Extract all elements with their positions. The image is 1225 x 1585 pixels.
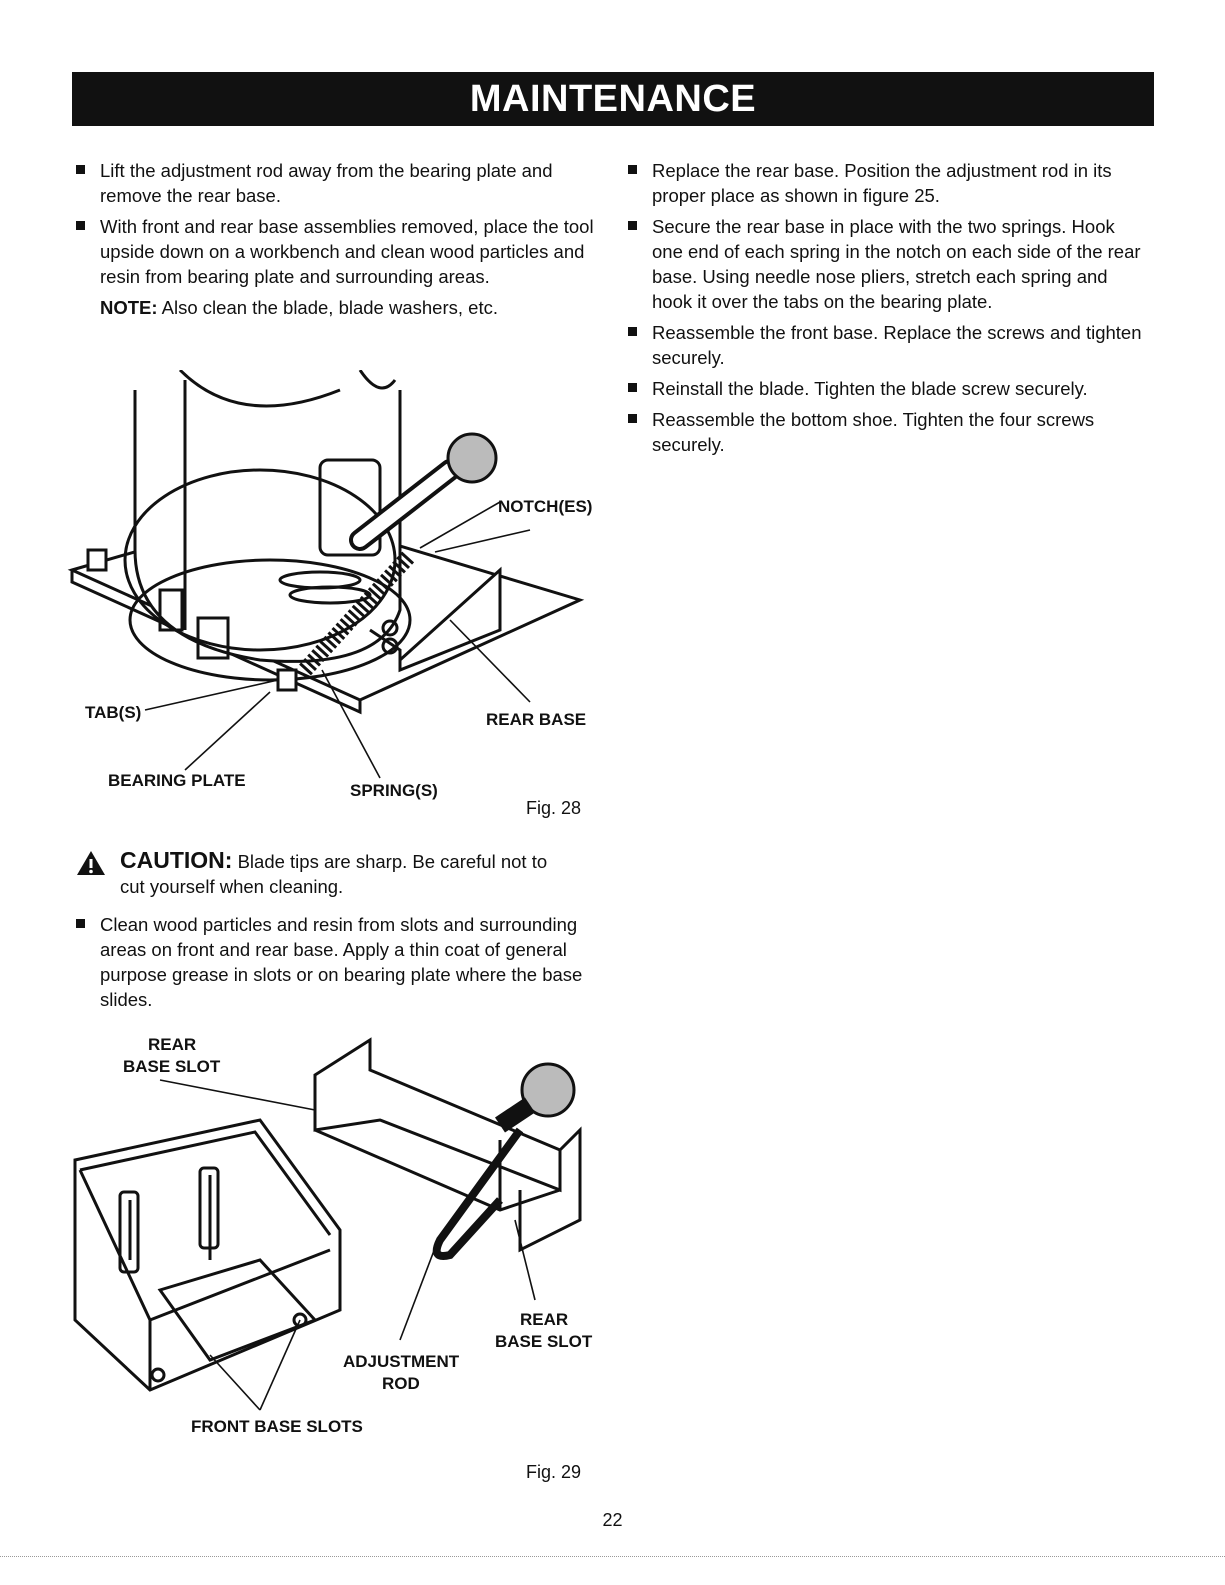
caution-text: Blade tips are sharp. Be careful not to — [232, 851, 548, 872]
bullet-reinstall-blade: Reinstall the blade. Tighten the blade s… — [628, 376, 1148, 401]
label-adjustment-rod-1: ADJUSTMENT — [343, 1352, 460, 1371]
label-notches: NOTCH(ES) — [498, 497, 592, 516]
caution-block: CAUTION: Blade tips are sharp. Be carefu… — [76, 848, 596, 899]
cleaning-bullet-list: Clean wood particles and resin from slot… — [76, 912, 586, 1012]
figure-28-caption: Fig. 28 — [526, 798, 582, 818]
bullet-clean-bearing-plate: With front and rear base assemblies remo… — [76, 214, 596, 289]
bullet-clean-slots: Clean wood particles and resin from slot… — [76, 912, 586, 1012]
bullet-secure-springs: Secure the rear base in place with the t… — [628, 214, 1148, 314]
label-rear-base-slot-right-1: REAR — [520, 1310, 568, 1329]
bullet-remove-rear-base: Lift the adjustment rod away from the be… — [76, 158, 596, 208]
label-rear-base-slot-right-2: BASE SLOT — [495, 1332, 593, 1351]
right-column: Replace the rear base. Position the adju… — [628, 158, 1148, 463]
page-number: 22 — [602, 1510, 623, 1530]
figure-29-caption: Fig. 29 — [526, 1462, 582, 1482]
label-front-base-slots: FRONT BASE SLOTS — [191, 1417, 363, 1436]
figure-28: NOTCH(ES) TAB(S) REAR BASE BEARING PLATE… — [60, 370, 620, 810]
label-rear-base-slot-top-2: BASE SLOT — [123, 1057, 221, 1076]
label-bearing-plate: BEARING PLATE — [108, 771, 246, 790]
label-adjustment-rod-2: ROD — [382, 1374, 420, 1393]
caution-heading: CAUTION: — [120, 847, 233, 873]
cleaning-bullet-block: Clean wood particles and resin from slot… — [76, 912, 586, 1018]
left-column: Lift the adjustment rod away from the be… — [76, 158, 596, 320]
warning-triangle-icon — [77, 851, 105, 875]
figure-29: REAR BASE SLOT REAR BASE SLOT ADJUSTMENT… — [60, 1020, 600, 1450]
bottom-rule — [0, 1556, 1225, 1557]
label-rear-base: REAR BASE — [486, 710, 586, 729]
note-label: NOTE: — [100, 297, 158, 318]
bullet-reassemble-shoe: Reassemble the bottom shoe. Tighten the … — [628, 407, 1148, 457]
caution-text-2: cut yourself when cleaning. — [120, 876, 344, 897]
bullet-replace-rear-base: Replace the rear base. Position the adju… — [628, 158, 1148, 208]
bullet-reassemble-front-base: Reassemble the front base. Replace the s… — [628, 320, 1148, 370]
label-tabs: TAB(S) — [85, 703, 141, 722]
note-text: Also clean the blade, blade washers, etc… — [157, 297, 498, 318]
right-bullet-list: Replace the rear base. Position the adju… — [628, 158, 1148, 457]
figure-28-illustration: NOTCH(ES) TAB(S) REAR BASE BEARING PLATE… — [67, 370, 592, 800]
label-springs: SPRING(S) — [350, 781, 438, 800]
figure-29-illustration: REAR BASE SLOT REAR BASE SLOT ADJUSTMENT… — [73, 1035, 593, 1436]
left-bullet-list: Lift the adjustment rod away from the be… — [76, 158, 596, 289]
section-banner: MAINTENANCE — [72, 72, 1154, 126]
label-rear-base-slot-top-1: REAR — [148, 1035, 196, 1054]
note: NOTE: Also clean the blade, blade washer… — [76, 295, 596, 320]
